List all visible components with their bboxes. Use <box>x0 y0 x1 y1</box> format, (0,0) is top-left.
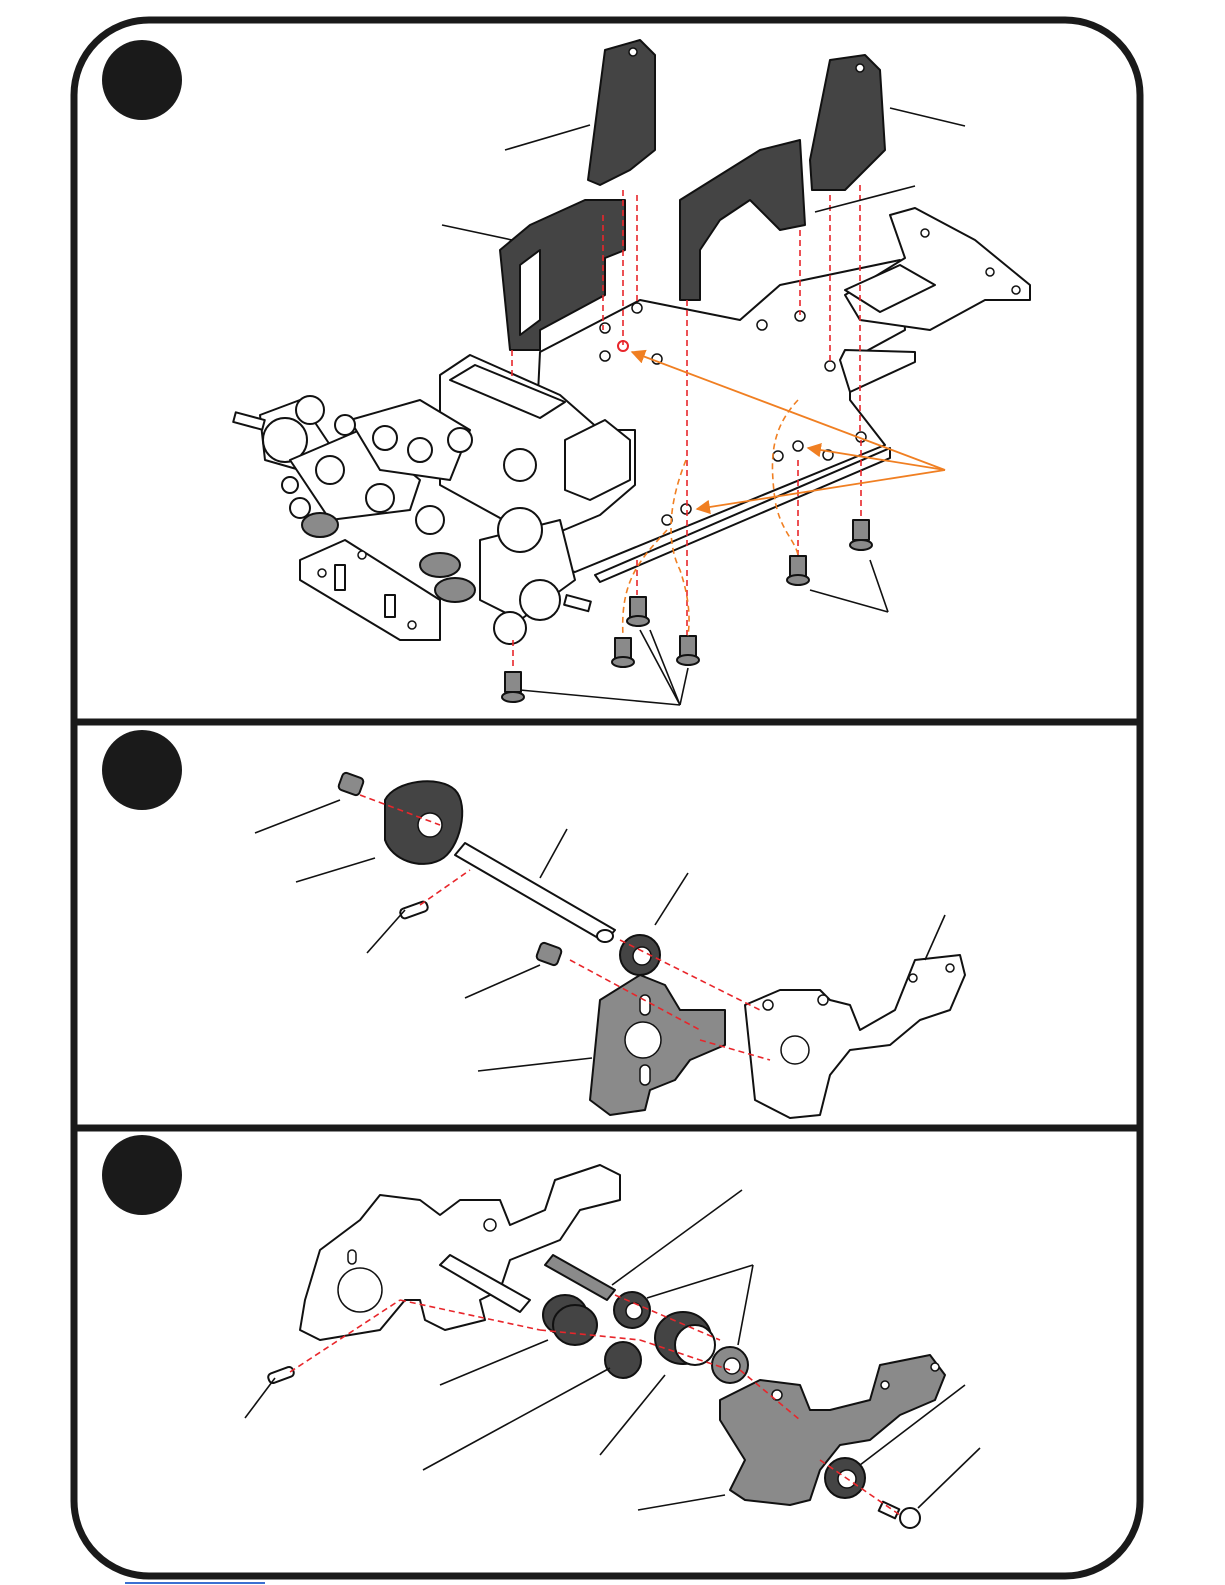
step-badge-2 <box>102 730 182 810</box>
panel-2-assembly <box>255 772 965 1118</box>
shaft-icon <box>545 1255 615 1300</box>
panel-3-assembly <box>245 1165 980 1528</box>
arm-right <box>810 55 885 190</box>
panel-1-assembly <box>233 40 1030 705</box>
bearing-icon <box>620 935 660 975</box>
screw-icon <box>879 1502 920 1528</box>
post-right <box>680 140 805 300</box>
shaft-icon <box>455 843 615 942</box>
gearbox-half <box>745 955 965 1118</box>
step-badge-3 <box>102 1135 182 1215</box>
pin-icon <box>399 901 429 920</box>
arm-left <box>588 40 655 185</box>
step-badge-1 <box>102 40 182 120</box>
pin-icon <box>267 1366 295 1384</box>
